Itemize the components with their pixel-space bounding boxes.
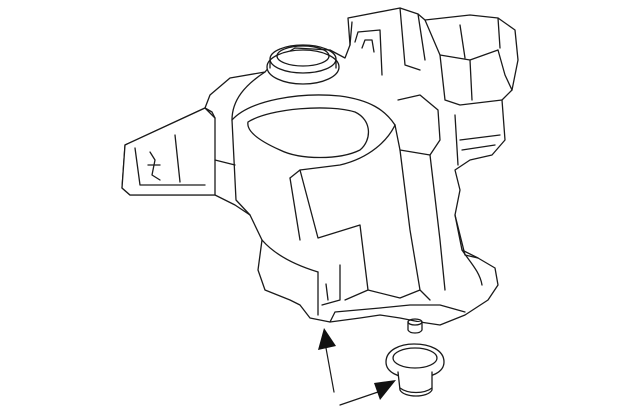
mounting-bracket [121, 107, 236, 196]
filler-neck [266, 44, 340, 85]
reservoir-tank-body [231, 71, 483, 334]
washer-reservoir [121, 7, 519, 334]
grommet [385, 343, 445, 397]
arrowhead-icon [374, 380, 396, 400]
arrowhead-icon [318, 328, 336, 350]
reservoir-upper-housing [121, 7, 519, 326]
callout-arrow-reservoir [318, 328, 336, 393]
callout-arrow-grommet [339, 380, 396, 406]
